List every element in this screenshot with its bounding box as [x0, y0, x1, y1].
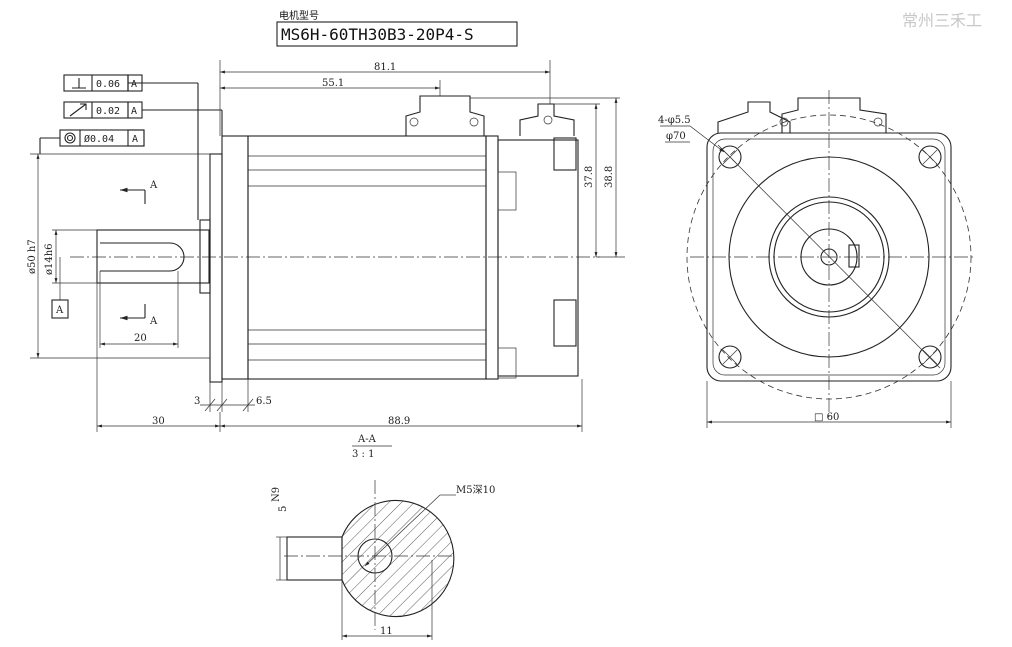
svg-text:0.02: 0.02 — [96, 106, 120, 117]
dim-height-2: 38.8 — [604, 166, 615, 188]
bolt-holes — [718, 145, 942, 369]
dim-width: 11 — [380, 626, 393, 637]
dim-flange-thk: 6.5 — [256, 396, 272, 407]
dim-body-length: 88.9 — [388, 416, 410, 427]
dim-overall-top: 81.1 — [374, 62, 396, 73]
tolerance-runout: 0.02 A — [63, 101, 223, 136]
tolerance-concentricity: Ø0.04 A — [39, 129, 145, 154]
svg-text:0.06: 0.06 — [96, 79, 120, 90]
perpendicular-icon — [72, 78, 86, 89]
title-label: 电机型号 — [279, 9, 319, 22]
model-number: MS6H-60TH30B3-20P4-S — [281, 25, 474, 44]
svg-text:A: A — [131, 106, 137, 117]
dim-flange-gap: 3 — [194, 396, 200, 407]
section-title: A-A — [357, 434, 377, 445]
title-block: 电机型号 MS6H-60TH30B3-20P4-S — [276, 9, 518, 47]
dim-height-1: 37.8 — [584, 166, 595, 188]
dim-pilot: ø50 h7 — [27, 239, 38, 274]
watermark: 常州三禾工 — [902, 11, 982, 30]
runout-icon — [69, 103, 87, 117]
dim-holes: 4-φ5.5 — [658, 115, 691, 126]
section-view: A-A 3 : 1 5 N9 M5深10 11 — [271, 434, 495, 640]
front-view: 4-φ5.5 φ70 □ 60 — [658, 90, 975, 428]
datum-a: A — [55, 305, 64, 316]
dim-shaft: ø14h6 — [44, 243, 55, 275]
tolerance-perpendicularity: 0.06 A — [63, 74, 199, 220]
dim-key-length: 20 — [134, 333, 147, 344]
section-scale: 3 : 1 — [352, 449, 374, 460]
svg-text:Ø0.04: Ø0.04 — [84, 133, 114, 145]
concentricity-icon — [64, 132, 76, 144]
dim-connector: 55.1 — [322, 78, 344, 89]
svg-text:A: A — [132, 134, 138, 145]
section-mark-bottom: A — [149, 316, 158, 327]
dim-shaft-length: 30 — [152, 416, 165, 427]
dim-key-width: 5 — [278, 506, 289, 512]
dim-square: □ 60 — [814, 412, 839, 423]
section-mark-top: A — [149, 180, 158, 191]
dim-thread: M5深10 — [456, 484, 495, 496]
dim-key-tol: N9 — [271, 487, 282, 502]
side-view: A A A 0.06 A 0.02 A — [27, 60, 625, 432]
dim-pcd: φ70 — [666, 131, 686, 142]
svg-text:A: A — [131, 79, 137, 90]
